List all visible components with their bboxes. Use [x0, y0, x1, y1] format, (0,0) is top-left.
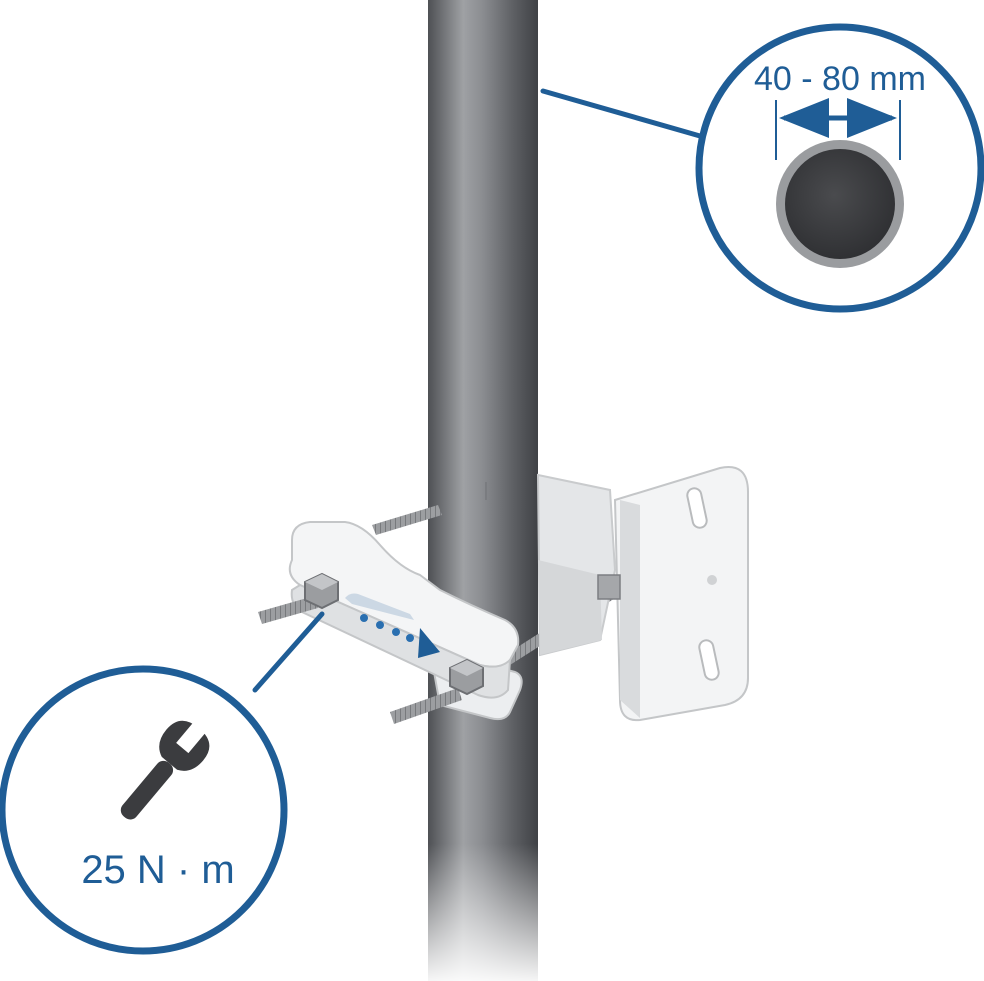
torque-label: 25 N · m	[81, 848, 234, 892]
rear-bracket	[536, 466, 749, 722]
pipe-diameter-callout: 40 - 80 mm	[540, 23, 984, 313]
upper-nut	[304, 572, 339, 610]
arrow-right-icon	[345, 593, 440, 658]
front-threaded-rods	[258, 572, 484, 724]
pipe-diameter-label: 40 - 80 mm	[754, 60, 926, 98]
torque-callout: 25 N · m	[0, 611, 325, 955]
lower-nut	[449, 658, 484, 696]
pole	[428, 0, 538, 981]
wrench-icon	[120, 719, 210, 820]
